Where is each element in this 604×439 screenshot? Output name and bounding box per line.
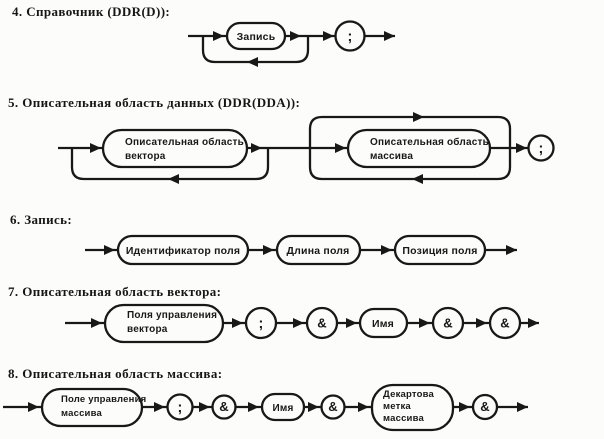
ampersand-label: & [317, 316, 327, 331]
field-id-oval [116, 234, 250, 266]
array-area-label-line1: Описательная область [370, 136, 489, 148]
semicolon-circle [527, 134, 555, 162]
vector-ctrl-label-line2: вектора [127, 324, 168, 335]
cart-label-line1: Декартова [383, 389, 435, 400]
arrowhead-icon [506, 245, 517, 255]
railroad-diagram-8: Поле управления массива ; & Имя & Декарт… [3, 383, 528, 432]
ampersand-label: & [328, 399, 338, 414]
arrowhead-icon [199, 402, 210, 412]
zapis-oval [225, 21, 287, 51]
arrowhead-icon [248, 402, 259, 412]
arrowhead-left-icon [247, 57, 258, 67]
semicolon-label: ; [347, 29, 352, 45]
field-len-label: Длина поля [287, 245, 350, 257]
ampersand-label: & [443, 316, 453, 331]
cart-label-line2: метка [383, 401, 411, 412]
ampersand-circle [471, 393, 499, 421]
array-ctrl-label-line1: Поле управления [61, 394, 146, 405]
arrowhead-icon [251, 143, 262, 153]
section-6-heading: 6. Запись: [10, 212, 73, 227]
cart-label-line3: массива [383, 413, 425, 424]
name-label: Имя [272, 403, 293, 414]
semicolon-circle [244, 306, 278, 340]
arrowhead-icon [517, 402, 528, 412]
semicolon-label: ; [177, 400, 182, 416]
vector-ctrl-label-line1: Поля управления [127, 310, 217, 321]
ampersand-label: & [500, 316, 510, 331]
field-len-oval [275, 234, 362, 266]
railroad-diagram-6: Идентификатор поля Длина поля Позиция по… [85, 234, 517, 266]
arrowhead-icon [381, 245, 392, 255]
vector-area-oval [101, 128, 249, 169]
field-id-label: Идентификатор поля [126, 245, 240, 257]
vector-area-label-line2: вектора [125, 151, 166, 162]
arrowhead-icon [358, 402, 369, 412]
semicolon-circle [166, 393, 194, 421]
name-oval [260, 392, 306, 422]
arrowhead-icon [91, 318, 102, 328]
arrowhead-icon [213, 31, 224, 41]
arrowhead-icon [459, 402, 470, 412]
arrowhead-icon [263, 245, 274, 255]
arrowhead-icon [413, 112, 424, 122]
section-4-heading: 4. Справочник (DDR(D)): [12, 4, 171, 19]
arrowhead-left-icon [168, 174, 179, 184]
repeat-loop [308, 148, 512, 181]
section-7-heading: 7. Описательная область вектора: [8, 284, 222, 299]
arrowhead-icon [154, 402, 165, 412]
arrowhead-icon [293, 318, 304, 328]
arrowhead-icon [323, 31, 334, 41]
array-area-label-line2: массива [370, 151, 413, 162]
section-5-heading: 5. Описательная область данных (DDR(DDA)… [8, 95, 301, 110]
semicolon-label: ; [538, 141, 543, 157]
cart-label-oval [370, 383, 455, 432]
arrowhead-icon [419, 318, 430, 328]
arrowhead-icon [90, 143, 101, 153]
field-pos-label: Позиция поля [402, 245, 477, 257]
arrowhead-icon [384, 31, 395, 41]
arrowhead-icon [476, 318, 487, 328]
array-ctrl-label-line2: массива [61, 408, 103, 419]
ampersand-circle [211, 394, 237, 420]
array-area-oval [346, 128, 492, 169]
arrowhead-icon [308, 402, 319, 412]
ampersand-label: & [219, 399, 229, 414]
semicolon-circle [334, 20, 366, 52]
section-8-heading: 8. Описательная область массива: [8, 366, 223, 381]
ampersand-circle [431, 306, 465, 340]
ampersand-circle [488, 306, 522, 340]
zapis-label: Запись [237, 31, 276, 43]
semicolon-label: ; [258, 316, 263, 332]
arrowhead-left-icon [412, 174, 423, 184]
arrowhead-icon [516, 143, 527, 153]
vector-area-label-line1: Описательная область [125, 136, 244, 148]
name-oval [358, 307, 409, 339]
arrowhead-icon [290, 31, 301, 41]
arrowhead-icon [104, 245, 115, 255]
arrowhead-icon [28, 402, 39, 412]
arrowhead-icon [335, 143, 346, 153]
vector-ctrl-oval [103, 303, 225, 344]
bypass-line [308, 115, 512, 148]
railroad-diagram-7: Поля управления вектора ; & Имя & & [65, 303, 539, 344]
ampersand-circle [305, 306, 339, 340]
arrowhead-icon [346, 318, 357, 328]
ampersand-circle [320, 394, 346, 420]
ampersand-label: & [480, 399, 490, 414]
field-pos-oval [393, 234, 487, 266]
arrowhead-icon [528, 318, 539, 328]
railroad-diagram-5: Описательная область вектора Описательна… [58, 112, 555, 184]
array-ctrl-oval [40, 387, 144, 428]
railroad-diagram-4: Запись ; [188, 20, 395, 67]
arrowhead-icon [232, 318, 243, 328]
name-label: Имя [372, 318, 394, 330]
